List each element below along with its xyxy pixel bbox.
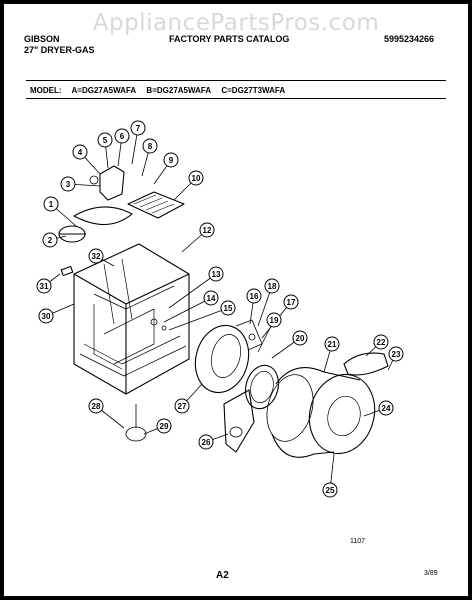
watermark: AppliancePartsPros.com [92, 10, 380, 36]
divider-top [26, 80, 446, 81]
revision-date: 3/89 [424, 570, 438, 577]
callout-label-29: 29 [160, 422, 169, 431]
callout-label-15: 15 [224, 304, 233, 313]
callout-label-2: 2 [48, 236, 53, 245]
clip-shape [60, 265, 74, 277]
seal-ring-shape [244, 364, 280, 410]
callout-bubble-6 [114, 128, 130, 144]
callout-bubble-2 [42, 232, 58, 248]
callout-bubble-1 [43, 196, 59, 212]
foot-shape [125, 426, 147, 442]
cabinet-shape [73, 243, 190, 395]
callout-bubble-28 [88, 398, 104, 414]
callout-label-12: 12 [203, 226, 212, 235]
callout-label-5: 5 [103, 136, 108, 145]
drum-body-shape [271, 367, 361, 458]
part-number: 5995234266 [384, 34, 435, 44]
bulkhead-shape [194, 324, 250, 394]
callout-bubble-25 [322, 482, 338, 498]
callout-bubble-12 [199, 222, 215, 238]
callout-label-7: 7 [136, 124, 141, 133]
callout-label-25: 25 [326, 486, 335, 495]
product-name: 27" DRYER-GAS [24, 45, 95, 55]
motor-bracket-shape [99, 165, 125, 201]
callout-label-18: 18 [268, 282, 277, 291]
catalog-title: FACTORY PARTS CATALOG [169, 34, 290, 44]
callout-label-10: 10 [192, 174, 201, 183]
callout-label-8: 8 [148, 142, 153, 151]
callout-bubble-24 [378, 400, 394, 416]
callout-label-13: 13 [212, 270, 221, 279]
callout-label-21: 21 [328, 340, 337, 349]
callout-bubble-7 [130, 120, 146, 136]
divider-bottom [26, 98, 446, 99]
callout-label-20: 20 [296, 334, 305, 343]
callout-label-9: 9 [169, 156, 174, 165]
callout-bubble-5 [97, 132, 113, 148]
callout-label-22: 22 [377, 338, 386, 347]
callout-bubble-26 [198, 434, 214, 450]
callout-label-24: 24 [382, 404, 391, 413]
brand-name: GIBSON [24, 34, 60, 44]
callout-bubble-31 [36, 278, 52, 294]
duct-plate-shape [73, 206, 133, 226]
drum-front-shape [308, 373, 376, 455]
callout-label-16: 16 [250, 292, 259, 301]
baffle-shape [343, 352, 389, 376]
callout-bubble-18 [264, 278, 280, 294]
callout-bubble-9 [163, 152, 179, 168]
callout-label-14: 14 [207, 294, 216, 303]
callout-bubble-23 [388, 346, 404, 362]
callout-bubble-27 [174, 398, 190, 414]
callout-bubble-29 [156, 418, 172, 434]
callout-bubble-16 [246, 288, 262, 304]
callout-label-17: 17 [287, 298, 296, 307]
callout-leader-13 [168, 273, 217, 309]
callout-label-1: 1 [49, 200, 54, 209]
lint-filter-shape [127, 191, 185, 219]
callout-label-26: 26 [202, 438, 211, 447]
callout-bubble-32 [88, 248, 104, 264]
callout-bubble-3 [60, 176, 76, 192]
model-c: C=DG27T3WAFA [221, 86, 286, 95]
callout-bubble-10 [188, 170, 204, 186]
model-list: MODEL: A=DG27A5WAFA B=DG27A5WAFA C=DG27T… [30, 86, 293, 95]
callout-bubble-14 [203, 290, 219, 306]
callout-label-6: 6 [120, 132, 125, 141]
callout-bubble-8 [142, 138, 158, 154]
callout-label-27: 27 [178, 402, 187, 411]
callout-label-23: 23 [392, 350, 401, 359]
callout-bubble-4 [72, 144, 88, 160]
callout-label-4: 4 [78, 148, 83, 157]
page-number: A2 [216, 570, 229, 581]
callout-bubble-15 [220, 300, 236, 316]
catalog-page: AppliancePartsPros.com GIBSON 27" DRYER-… [4, 4, 468, 596]
callout-label-32: 32 [92, 252, 101, 261]
support-bracket-shape [223, 389, 255, 453]
callout-bubble-13 [208, 266, 224, 282]
callout-leader-14 [163, 297, 212, 323]
callout-bubble-22 [373, 334, 389, 350]
callout-bubble-17 [283, 294, 299, 310]
callout-bubble-19 [266, 312, 282, 328]
model-label: MODEL: [30, 86, 62, 95]
callout-bubble-21 [324, 336, 340, 352]
callout-label-31: 31 [40, 282, 49, 291]
callout-bubble-30 [38, 308, 54, 324]
callout-leader-15 [168, 307, 229, 331]
callout-label-30: 30 [42, 312, 51, 321]
callout-label-28: 28 [92, 402, 101, 411]
model-b: B=DG27A5WAFA [146, 86, 212, 95]
model-a: A=DG27A5WAFA [71, 86, 137, 95]
callout-bubble-20 [292, 330, 308, 346]
callout-label-19: 19 [270, 316, 279, 325]
callout-label-3: 3 [66, 180, 71, 189]
figure-code: 1107 [350, 538, 366, 545]
